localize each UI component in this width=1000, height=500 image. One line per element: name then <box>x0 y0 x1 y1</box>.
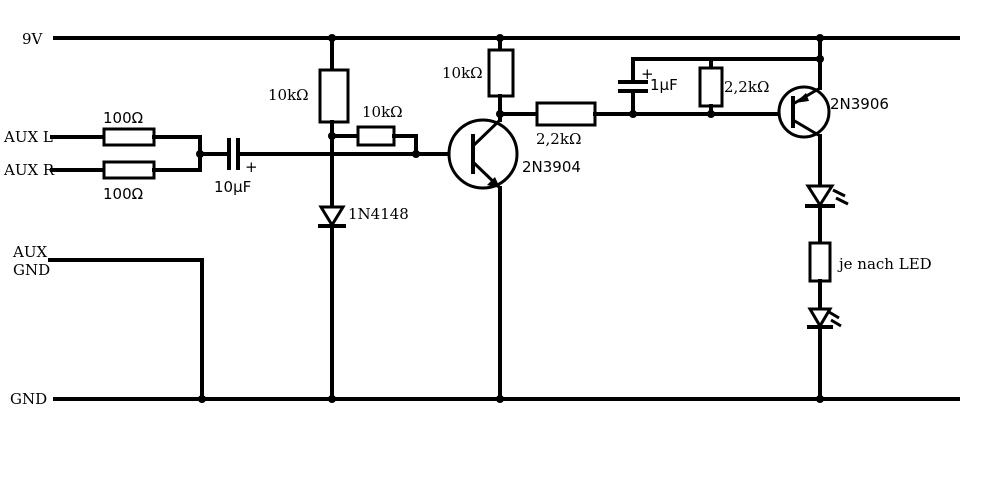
aux-gnd-label-line2: GND <box>13 261 50 279</box>
aux-gnd-label-line1: AUX <box>12 243 47 261</box>
resistor-10k-collector <box>487 48 515 98</box>
resistor-2k2-pnp-label: 2,2kΩ <box>724 78 769 96</box>
resistor-10k-bias-label: 10kΩ <box>268 86 309 104</box>
q1-emitter-ground-dot <box>496 395 504 403</box>
resistor-100-l <box>102 127 156 147</box>
aux-l-label: AUX L <box>3 128 53 146</box>
led-lower-ray-1 <box>828 310 840 320</box>
led-lower-ray-2 <box>830 318 842 328</box>
transistor-2n3906-emitter-arrow <box>795 93 809 103</box>
led-upper-ray-1 <box>832 188 846 198</box>
resistor-10k-collector-label: 10kΩ <box>442 64 483 82</box>
aux-gnd-wire <box>48 258 204 401</box>
capacitor-1uf-label: 1µF <box>650 76 678 94</box>
diode-1n4148-label: 1N4148 <box>348 205 409 223</box>
resistor-100-l-label: 100Ω <box>103 109 143 127</box>
aux-gnd-junction-dot <box>198 395 206 403</box>
resistor-10k-base <box>356 125 396 147</box>
resistor-led-label: je nach LED <box>837 255 932 273</box>
diode-1n4148 <box>318 205 346 228</box>
resistor-led <box>808 241 832 283</box>
led-ground-junction-dot <box>816 395 824 403</box>
resistor-10k-base-label: 10kΩ <box>362 103 403 121</box>
aux-r-join-wire <box>152 152 202 172</box>
led-upper <box>805 184 835 208</box>
diode-ground-junction-dot <box>328 395 336 403</box>
ground-label: GND <box>10 390 47 408</box>
led-upper-ray-2 <box>835 196 849 206</box>
led-lower <box>807 307 833 329</box>
resistor-100-r-label: 100Ω <box>103 185 143 203</box>
capacitor-10uf-polarity: + <box>245 158 258 176</box>
transistor-2n3906-label: 2N3906 <box>830 95 889 113</box>
transistor-2n3906-collector-leg <box>792 118 821 138</box>
capacitor-1uf-polarity: + <box>641 65 654 83</box>
base-node-dot <box>412 150 420 158</box>
resistor-2k2-link-label: 2,2kΩ <box>536 130 581 148</box>
upper-branch-wire <box>631 57 822 82</box>
base-resistor-lead-right <box>392 134 418 156</box>
transistor-2n3904-body <box>447 118 519 190</box>
transistor-2n3904-label: 2N3904 <box>522 158 581 176</box>
capacitor-10uf-label: 10µF <box>214 178 251 196</box>
transistor-2n3906-body <box>777 85 831 139</box>
transistor-2n3904-emitter-arrow <box>487 177 500 188</box>
supply-label: 9V <box>22 30 44 48</box>
resistor-2k2-link <box>535 101 597 127</box>
resistor-100-r <box>102 160 156 180</box>
resistor-10k-bias <box>318 68 350 124</box>
transistor-2n3904-collector-leg <box>471 118 502 148</box>
resistor-2k2-pnp <box>698 66 724 108</box>
aux-r-label: AUX R <box>3 161 55 179</box>
aux-l-join-wire <box>152 135 202 156</box>
